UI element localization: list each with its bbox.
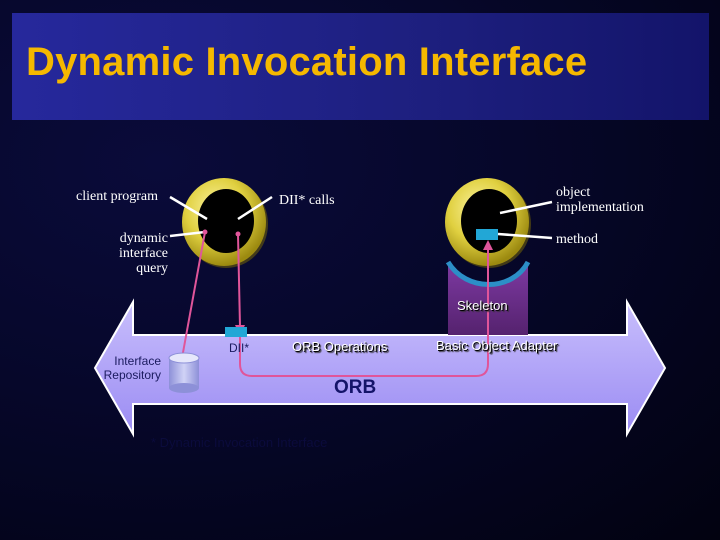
method-label: method [556, 232, 598, 247]
dii-label: DII* [229, 341, 249, 355]
client-program-ring [182, 178, 268, 268]
method-stub [476, 229, 498, 240]
orb-label: ORB [334, 378, 376, 398]
orb-operations-label: ORB Operations [292, 340, 387, 354]
basic-object-adapter-label: Basic Object Adapter [436, 339, 557, 353]
object-implementation-label: object implementation [556, 185, 666, 215]
client-program-label: client program [76, 189, 158, 204]
dii-stub [225, 327, 247, 337]
dii-calls-label: DII* calls [279, 193, 335, 208]
footnote: * Dynamic Invocation Interface [151, 436, 327, 450]
interface-repository-label: Interface Repository [93, 354, 161, 382]
interface-repository-cylinder [169, 353, 199, 393]
dynamic-interface-query-label: dynamic interface query [100, 231, 168, 276]
skeleton-label: Skeleton [457, 299, 508, 313]
